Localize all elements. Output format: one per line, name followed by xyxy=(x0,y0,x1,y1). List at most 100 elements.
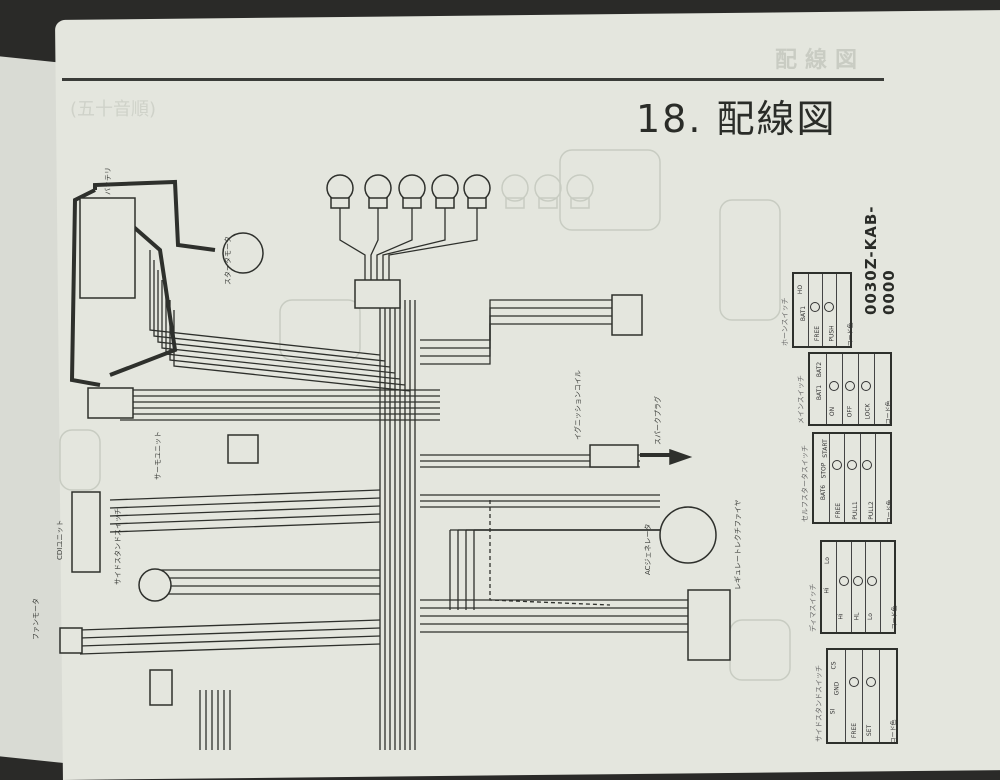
cdi-wire xyxy=(109,497,381,509)
diagram-label: イグニッションコイル xyxy=(573,370,582,440)
ignition-coil-icon xyxy=(589,444,639,468)
switch-column-label: BAT1 xyxy=(800,305,808,322)
wire xyxy=(449,529,660,610)
diagram-label: レギュレートレクチファイヤ xyxy=(734,499,742,590)
ghost-shape xyxy=(59,429,101,491)
switch-row-label: FREE xyxy=(814,325,822,342)
contact-circle-icon xyxy=(824,302,834,312)
switch-table-name: セルフスタータスイッチ xyxy=(801,445,809,522)
wire xyxy=(79,627,381,639)
bulb-icon xyxy=(534,174,562,202)
switch-column-label: BAT6 xyxy=(820,484,828,501)
switch-row-label: OFF xyxy=(846,406,854,418)
switch-column-label: SI xyxy=(829,708,837,714)
harness-wire xyxy=(161,280,396,374)
header-faded-text: 配線図 xyxy=(775,48,866,73)
cdi-wire xyxy=(109,489,381,501)
fan-motor-icon xyxy=(59,627,83,654)
side-stand-switch-icon xyxy=(138,568,172,602)
harness-wire xyxy=(165,290,401,380)
bulb-base xyxy=(435,197,455,209)
switch-column-label: GND xyxy=(833,681,841,695)
wire xyxy=(420,323,615,365)
switch-row-label: コード色 xyxy=(847,322,855,347)
ghost-shape xyxy=(559,149,661,231)
switch-table-name: ホーンスイッチ xyxy=(781,297,789,346)
switch-row-label: SET xyxy=(866,724,874,736)
switch-row-label: コード色 xyxy=(891,605,899,630)
switch-column-label: HO xyxy=(797,284,805,295)
table-gridline xyxy=(859,434,861,522)
table-gridline xyxy=(879,542,881,632)
bulb-icon xyxy=(364,174,392,202)
table-gridline xyxy=(822,274,823,346)
bulb-icon xyxy=(501,174,529,202)
switch-table-name: メインスイッチ xyxy=(797,375,805,424)
bulb-icon xyxy=(326,174,354,202)
contact-circle-icon xyxy=(810,302,820,312)
table-gridline xyxy=(858,354,859,424)
battery-icon xyxy=(79,197,136,299)
diagram-label: スパークプラグ xyxy=(653,396,662,445)
diagram-label: ファンモータ xyxy=(31,598,40,640)
page-title: 18. 配線図 xyxy=(636,97,837,141)
cdi-wire xyxy=(109,513,381,525)
table-gridline xyxy=(879,650,880,742)
switch-column-label: BAT1 xyxy=(816,384,824,401)
table-gridline xyxy=(845,650,846,742)
contact-circle-icon xyxy=(853,576,863,586)
battery-cable xyxy=(69,179,216,387)
wire xyxy=(79,643,381,655)
contact-circle-icon xyxy=(838,576,849,586)
ghost-shape xyxy=(719,199,781,321)
switch-row-label: LOCK xyxy=(864,403,872,420)
wire xyxy=(79,619,381,631)
switch-row-label: FREE xyxy=(835,502,843,519)
bulb-base xyxy=(538,197,558,209)
bulb-icon xyxy=(398,174,426,202)
spark-plug-arrow-icon xyxy=(669,448,693,466)
connector-block xyxy=(354,279,401,309)
contact-circle-icon xyxy=(867,576,878,586)
lamp-wire xyxy=(382,205,446,300)
switch-row-label: FREE xyxy=(851,722,859,738)
bulb-icon xyxy=(431,174,459,202)
table-gridline xyxy=(826,354,827,424)
bulb-icon xyxy=(566,174,594,202)
contact-circle-icon xyxy=(847,460,857,470)
wire xyxy=(473,529,678,610)
switch-row-label: HL xyxy=(853,612,861,621)
diagram-label: スタータモータ xyxy=(223,236,232,285)
diagram-label: ACジェネレータ xyxy=(643,523,652,575)
lamp-wire xyxy=(370,205,379,300)
contact-circle-icon xyxy=(862,460,873,470)
regulator-rectifier-icon xyxy=(687,589,731,661)
ac-generator-icon xyxy=(659,506,717,564)
switch-row-label: Lo xyxy=(867,613,875,620)
diagram-label: CDIユニット xyxy=(56,520,64,560)
cdi-unit-icon xyxy=(71,491,101,573)
switch-table-name: ディマスイッチ xyxy=(809,583,817,632)
wire xyxy=(79,635,381,647)
table-gridline xyxy=(844,434,846,522)
header-rule xyxy=(62,78,884,81)
table-gridline xyxy=(874,434,876,522)
contact-circle-icon xyxy=(848,677,859,687)
lamp-wire xyxy=(339,205,366,300)
diagram-label: バッテリ xyxy=(104,167,112,195)
starter-motor-icon xyxy=(222,232,264,274)
switch-table-name: サイドスタンドスイッチ xyxy=(815,665,823,742)
bulb-base xyxy=(330,197,350,209)
switch-column-label: BAT2 xyxy=(816,361,824,377)
switch-row-label: ON xyxy=(829,407,837,417)
wire xyxy=(420,299,615,341)
thermo-switch-icon xyxy=(227,434,259,464)
harness-wire xyxy=(153,260,386,362)
bulb-icon xyxy=(463,174,491,202)
lamp-wire xyxy=(376,205,413,300)
bulb-base xyxy=(570,197,590,209)
